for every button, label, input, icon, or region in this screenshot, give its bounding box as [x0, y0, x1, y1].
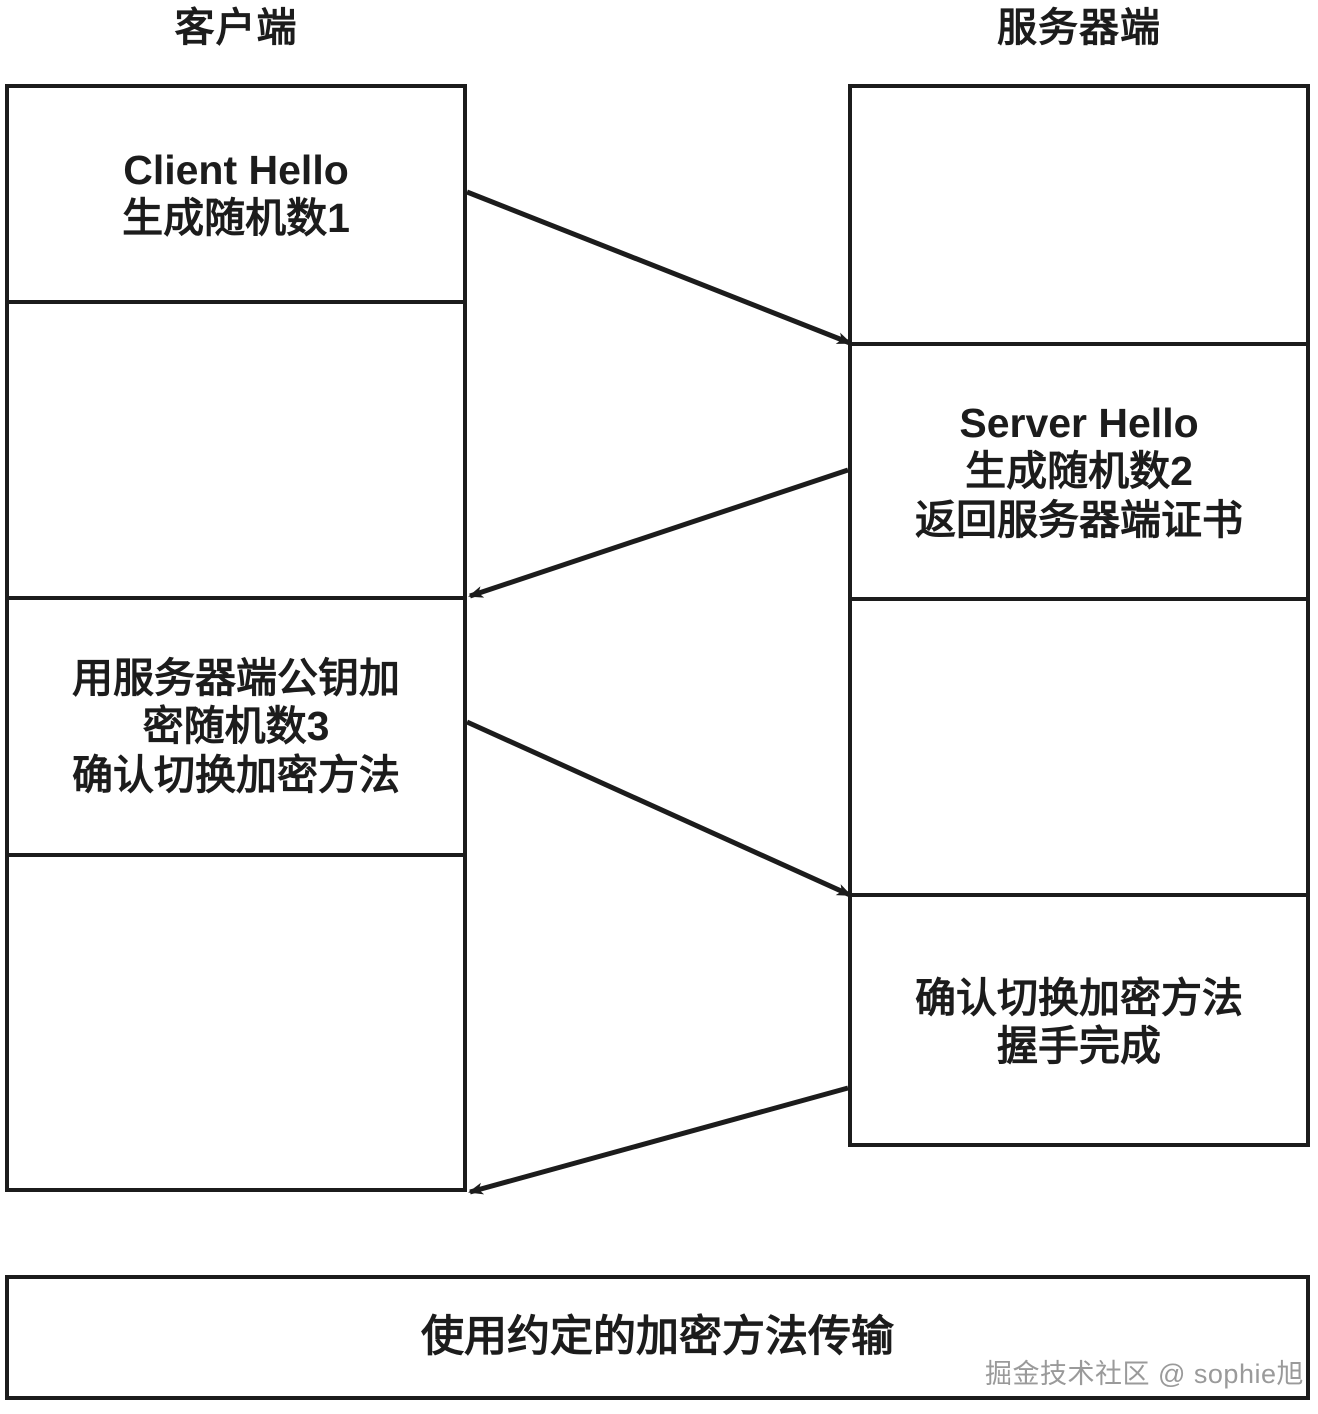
- client-cell-encrypt-text: 用服务器端公钥加 密随机数3 确认切换加密方法: [72, 654, 400, 798]
- arrow-key-exchange: [465, 719, 852, 898]
- server-cell-finish: 确认切换加密方法 握手完成: [852, 897, 1306, 1147]
- server-cell-server-hello-text: Server Hello 生成随机数2 返回服务器端证书: [915, 399, 1243, 543]
- server-cell-server-hello: Server Hello 生成随机数2 返回服务器端证书: [852, 346, 1306, 597]
- server-cell-wait-1: [852, 88, 1306, 342]
- footer-label: 使用约定的加密方法传输: [421, 1313, 894, 1362]
- client-cell-encrypt: 用服务器端公钥加 密随机数3 确认切换加密方法: [9, 600, 463, 853]
- server-divider-1: [852, 342, 1306, 346]
- watermark: 掘金技术社区 @ sophie旭: [985, 1359, 1304, 1389]
- arrow-client-hello: [466, 189, 852, 346]
- client-cell-client-hello-text: Client Hello 生成随机数1: [122, 146, 350, 241]
- client-cell-wait-1: [9, 304, 463, 596]
- client-lane: Client Hello 生成随机数1 用服务器端公钥加 密随机数3 确认切换加…: [5, 84, 467, 1192]
- server-cell-wait-2: [852, 601, 1306, 893]
- server-divider-2: [852, 597, 1306, 601]
- client-divider-3: [9, 853, 463, 857]
- server-column-title: 服务器端: [997, 6, 1161, 50]
- server-cell-finish-text: 确认切换加密方法 握手完成: [915, 974, 1243, 1069]
- client-divider-2: [9, 596, 463, 600]
- client-divider-1: [9, 300, 463, 304]
- client-cell-client-hello: Client Hello 生成随机数1: [9, 88, 463, 300]
- footer-box: 使用约定的加密方法传输: [5, 1275, 1310, 1400]
- client-column-title: 客户端: [174, 6, 298, 50]
- client-cell-wait-2: [9, 857, 463, 1192]
- arrow-handshake-done: [468, 1085, 849, 1195]
- arrow-server-hello: [468, 467, 849, 599]
- server-lane: Server Hello 生成随机数2 返回服务器端证书 确认切换加密方法 握手…: [848, 84, 1310, 1147]
- server-divider-3: [852, 893, 1306, 897]
